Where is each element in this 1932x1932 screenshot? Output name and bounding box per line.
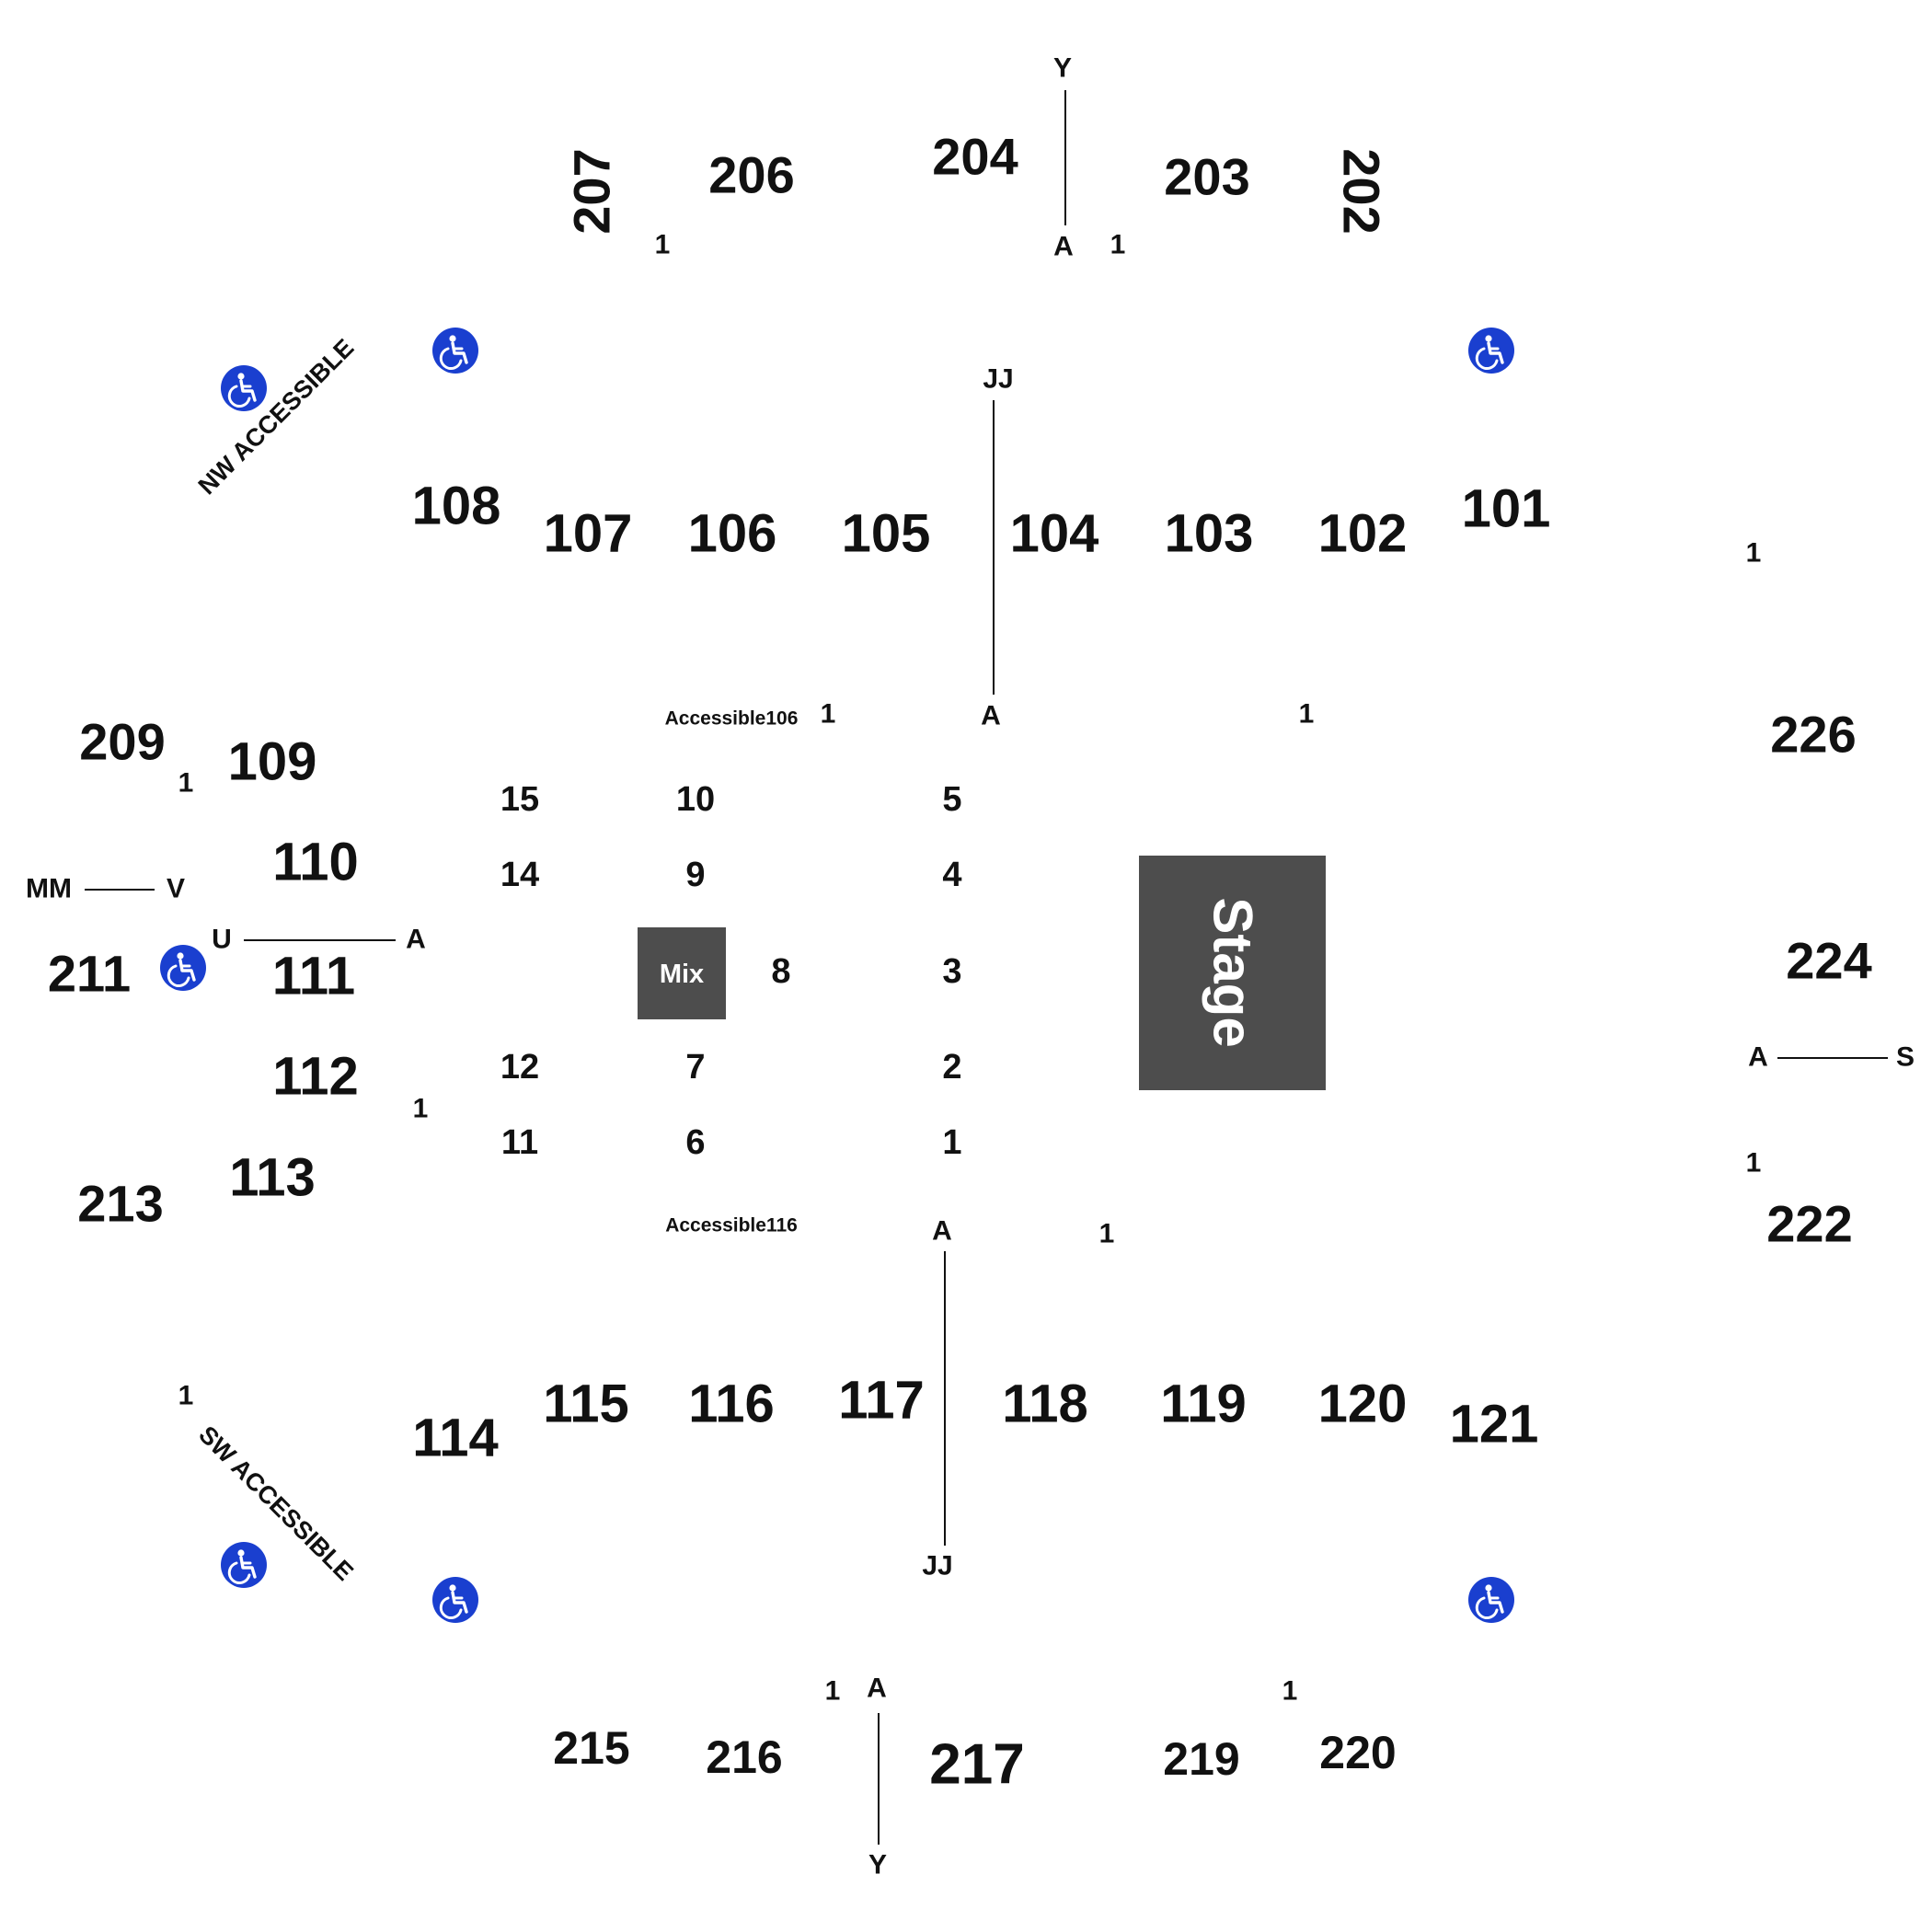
section-113[interactable]: 113 <box>229 1148 316 1208</box>
section-203[interactable]: 203 <box>1164 148 1249 206</box>
row-1-marker: 1 <box>1110 230 1126 260</box>
floor-section-3[interactable]: 3 <box>942 952 961 991</box>
section-209[interactable]: 209 <box>79 713 165 771</box>
wheelchair-icon[interactable] <box>221 1542 267 1588</box>
section-207[interactable]: 207 <box>563 148 621 234</box>
row-1-marker: 1 <box>1746 538 1762 569</box>
row-one-markers: 1 1 1 1 1 1 1 1 1 1 1 1 <box>178 230 1762 1707</box>
row-label-y-bottom: Y <box>868 1850 887 1880</box>
floor-section-4[interactable]: 4 <box>942 856 961 894</box>
row-1-marker: 1 <box>821 699 836 730</box>
section-117[interactable]: 117 <box>838 1371 925 1431</box>
section-109[interactable]: 109 <box>228 732 317 792</box>
floor-section-7[interactable]: 7 <box>685 1048 705 1087</box>
section-119[interactable]: 119 <box>1160 1374 1247 1434</box>
mix-label: Mix <box>660 960 704 989</box>
sw-accessible-label: SW ACCESSIBLE <box>193 1420 359 1586</box>
lower-level-sections: 101 102 103 104 105 106 107 108 109 110 … <box>228 477 1551 1468</box>
floor-section-8[interactable]: 8 <box>771 952 790 991</box>
section-112[interactable]: 112 <box>272 1047 359 1107</box>
floor-section-5[interactable]: 5 <box>942 780 961 819</box>
row-1-marker: 1 <box>1746 1148 1762 1179</box>
floor-section-6[interactable]: 6 <box>685 1123 705 1162</box>
row-label-v: V <box>167 874 185 904</box>
section-114[interactable]: 114 <box>412 1409 499 1468</box>
section-224[interactable]: 224 <box>1786 932 1871 990</box>
floor-section-2[interactable]: 2 <box>942 1048 961 1087</box>
section-108[interactable]: 108 <box>412 477 501 536</box>
row-label-a-104: A <box>981 701 1001 731</box>
section-110[interactable]: 110 <box>272 833 359 892</box>
upper-level-sections: 207 206 204 203 202 209 211 213 215 216 … <box>48 128 1872 1797</box>
row-label-a-217: A <box>867 1673 887 1704</box>
row-1-marker: 1 <box>1282 1676 1298 1707</box>
section-116[interactable]: 116 <box>688 1374 775 1434</box>
wheelchair-icon[interactable] <box>1468 328 1514 374</box>
section-222[interactable]: 222 <box>1766 1195 1852 1253</box>
floor-sections: 15 10 5 14 9 4 8 3 12 7 2 11 6 1 <box>500 780 962 1162</box>
row-1-marker: 1 <box>655 230 671 260</box>
floor-section-9[interactable]: 9 <box>685 856 705 894</box>
section-219[interactable]: 219 <box>1163 1733 1239 1785</box>
section-211[interactable]: 211 <box>48 945 131 1003</box>
section-215[interactable]: 215 <box>553 1722 629 1774</box>
section-102[interactable]: 102 <box>1318 504 1408 564</box>
floor-section-1[interactable]: 1 <box>942 1123 961 1162</box>
row-label-jj-bottom: JJ <box>922 1551 952 1581</box>
floor-section-10[interactable]: 10 <box>676 780 715 819</box>
row-indicator-lines <box>85 90 1888 1845</box>
section-111[interactable]: 111 <box>272 947 355 1006</box>
row-label-a-111: A <box>406 925 426 955</box>
section-101[interactable]: 101 <box>1462 479 1551 539</box>
wheelchair-icon[interactable] <box>432 328 478 374</box>
floor-section-12[interactable]: 12 <box>500 1048 539 1087</box>
wheelchair-icon[interactable] <box>1468 1577 1514 1623</box>
wheelchair-icon[interactable] <box>432 1577 478 1623</box>
row-1-marker: 1 <box>178 1381 194 1411</box>
row-label-jj-top: JJ <box>983 364 1013 395</box>
accessible106-label: Accessible106 <box>665 708 799 730</box>
section-115[interactable]: 115 <box>543 1374 629 1434</box>
row-letter-labels: Y A JJ A MM V U A A JJ A Y A S <box>26 53 1915 1880</box>
section-226[interactable]: 226 <box>1770 706 1856 764</box>
row-1-marker: 1 <box>1299 699 1315 730</box>
nw-accessible-label: NW ACCESSIBLE <box>193 334 360 500</box>
section-121[interactable]: 121 <box>1450 1395 1539 1455</box>
row-1-marker: 1 <box>178 768 194 799</box>
row-label-y-top: Y <box>1053 53 1072 84</box>
row-label-u: U <box>212 925 232 955</box>
section-220[interactable]: 220 <box>1319 1727 1396 1778</box>
row-label-a-204: A <box>1053 232 1074 262</box>
section-206[interactable]: 206 <box>708 146 794 204</box>
row-1-marker: 1 <box>413 1094 429 1124</box>
section-118[interactable]: 118 <box>1002 1374 1088 1434</box>
mix-booth[interactable] <box>638 927 726 1019</box>
floor-section-14[interactable]: 14 <box>500 856 539 894</box>
row-label-a-224: A <box>1748 1042 1768 1073</box>
section-107[interactable]: 107 <box>544 504 633 564</box>
row-label-a-117: A <box>932 1216 952 1247</box>
wheelchair-icon[interactable] <box>160 945 206 991</box>
floor-section-11[interactable]: 11 <box>501 1123 538 1162</box>
section-202[interactable]: 202 <box>1333 148 1391 234</box>
accessible116-label: Accessible116 <box>665 1215 798 1236</box>
section-103[interactable]: 103 <box>1165 504 1254 564</box>
section-104[interactable]: 104 <box>1010 504 1099 564</box>
stage-label: Stage <box>1202 897 1264 1047</box>
row-label-mm: MM <box>26 874 72 904</box>
section-213[interactable]: 213 <box>77 1175 163 1233</box>
section-105[interactable]: 105 <box>842 504 931 564</box>
row-1-marker: 1 <box>1099 1219 1115 1249</box>
wheelchair-icon[interactable] <box>221 365 267 411</box>
section-120[interactable]: 120 <box>1318 1374 1408 1434</box>
stage[interactable] <box>1139 856 1326 1090</box>
section-204[interactable]: 204 <box>932 128 1018 186</box>
row-label-s: S <box>1896 1042 1915 1073</box>
section-216[interactable]: 216 <box>706 1731 782 1783</box>
section-106[interactable]: 106 <box>688 504 777 564</box>
floor-section-15[interactable]: 15 <box>500 780 539 819</box>
row-1-marker: 1 <box>825 1676 841 1707</box>
section-217[interactable]: 217 <box>929 1733 1024 1797</box>
